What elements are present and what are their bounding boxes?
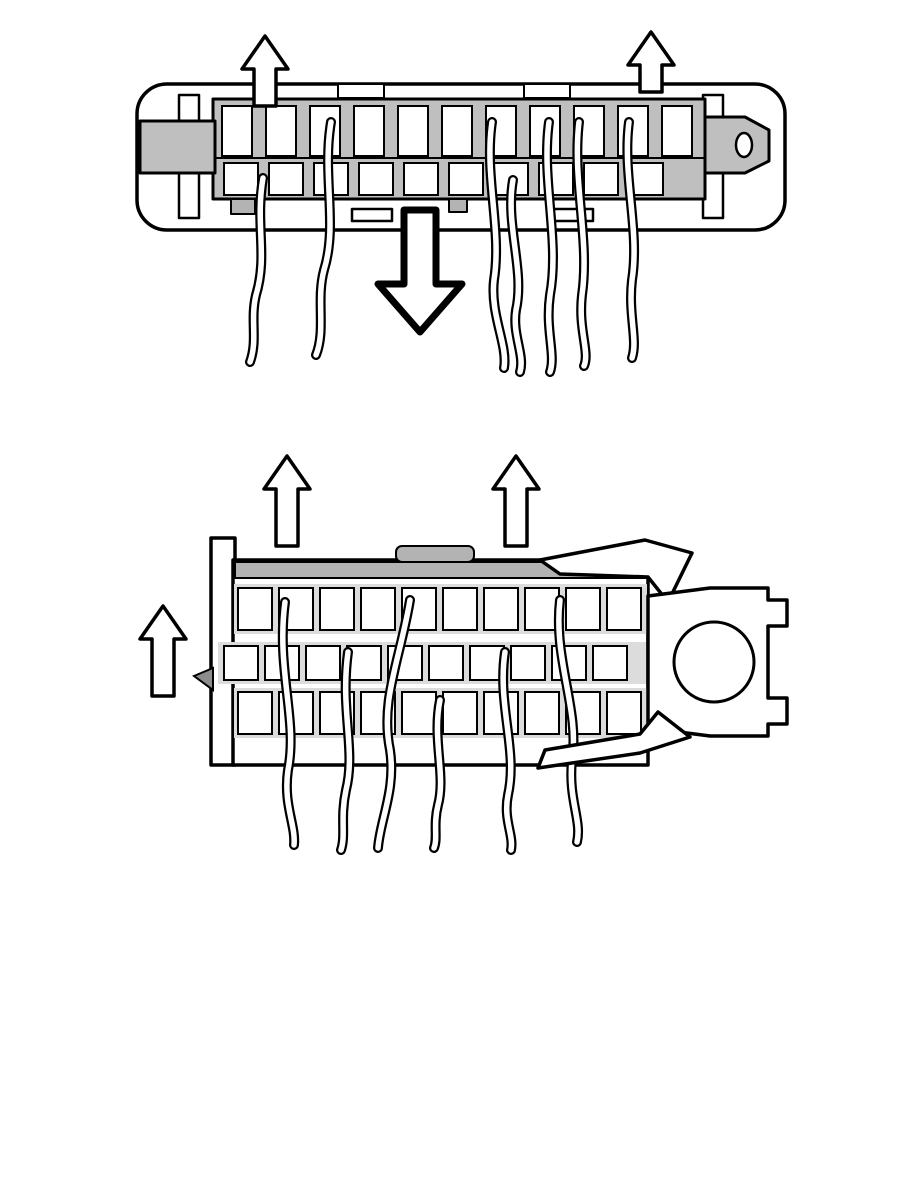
wire bbox=[572, 117, 591, 371]
terminal-slot bbox=[358, 162, 394, 196]
boss-circle bbox=[672, 620, 756, 704]
wire bbox=[506, 175, 527, 377]
terminal-cavity bbox=[428, 645, 464, 681]
block-foot bbox=[230, 198, 256, 215]
housing-top-tab bbox=[337, 83, 385, 99]
terminal-cavity bbox=[237, 691, 273, 735]
wire bbox=[622, 117, 640, 363]
terminal-slot bbox=[448, 162, 484, 196]
cavity-row-bottom bbox=[237, 691, 642, 735]
terminal-slot bbox=[583, 162, 619, 196]
wire bbox=[336, 647, 355, 855]
up-arrow-icon bbox=[491, 454, 541, 548]
terminal-slot bbox=[268, 162, 304, 196]
down-arrow-icon bbox=[374, 206, 466, 336]
terminal-cavity bbox=[510, 645, 546, 681]
wire bbox=[245, 173, 268, 367]
terminal-cavity bbox=[592, 645, 628, 681]
up-arrow-icon bbox=[138, 604, 188, 698]
up-arrow-icon bbox=[626, 30, 676, 94]
terminal-cavity bbox=[223, 645, 259, 681]
terminal-cavity bbox=[360, 587, 396, 631]
block-foot bbox=[448, 198, 468, 213]
up-arrow-icon bbox=[240, 34, 290, 108]
wire bbox=[498, 647, 517, 855]
terminal-cavity bbox=[237, 587, 273, 631]
terminal-cavity bbox=[606, 691, 642, 735]
cavity-row-top bbox=[237, 587, 642, 631]
wire bbox=[429, 695, 446, 853]
connector-left-arm bbox=[138, 119, 217, 175]
terminal-slot bbox=[223, 162, 259, 196]
figure-connector-side bbox=[138, 454, 789, 855]
terminal-slot-row-top bbox=[221, 105, 693, 157]
terminal-cavity bbox=[401, 691, 437, 735]
housing-top-tab bbox=[523, 83, 571, 99]
terminal-cavity bbox=[524, 691, 560, 735]
wire bbox=[542, 117, 558, 377]
terminal-slot bbox=[403, 162, 439, 196]
terminal-cavity bbox=[442, 691, 478, 735]
terminal-slot bbox=[221, 105, 253, 157]
terminal-cavity bbox=[524, 587, 560, 631]
terminal-slot bbox=[265, 105, 297, 157]
wire bbox=[311, 117, 336, 360]
housing-bottom-slot bbox=[350, 207, 394, 223]
wire bbox=[484, 117, 510, 373]
terminal-cavity bbox=[305, 645, 341, 681]
lower-latch-arm bbox=[536, 710, 692, 770]
figure-connector-top bbox=[135, 30, 787, 377]
terminal-cavity bbox=[483, 587, 519, 631]
terminal-slot bbox=[353, 105, 385, 157]
terminal-slot bbox=[661, 105, 693, 157]
up-arrow-icon bbox=[262, 454, 312, 548]
wire bbox=[277, 597, 300, 850]
terminal-cavity bbox=[606, 587, 642, 631]
terminal-cavity bbox=[319, 587, 355, 631]
wire bbox=[373, 595, 415, 853]
right-arm-hole bbox=[734, 131, 754, 159]
body-top-tab bbox=[395, 545, 475, 563]
terminal-slot bbox=[397, 105, 429, 157]
terminal-cavity bbox=[442, 587, 478, 631]
left-index-tab bbox=[191, 666, 214, 692]
terminal-slot bbox=[441, 105, 473, 157]
terminal-cavity bbox=[565, 587, 601, 631]
